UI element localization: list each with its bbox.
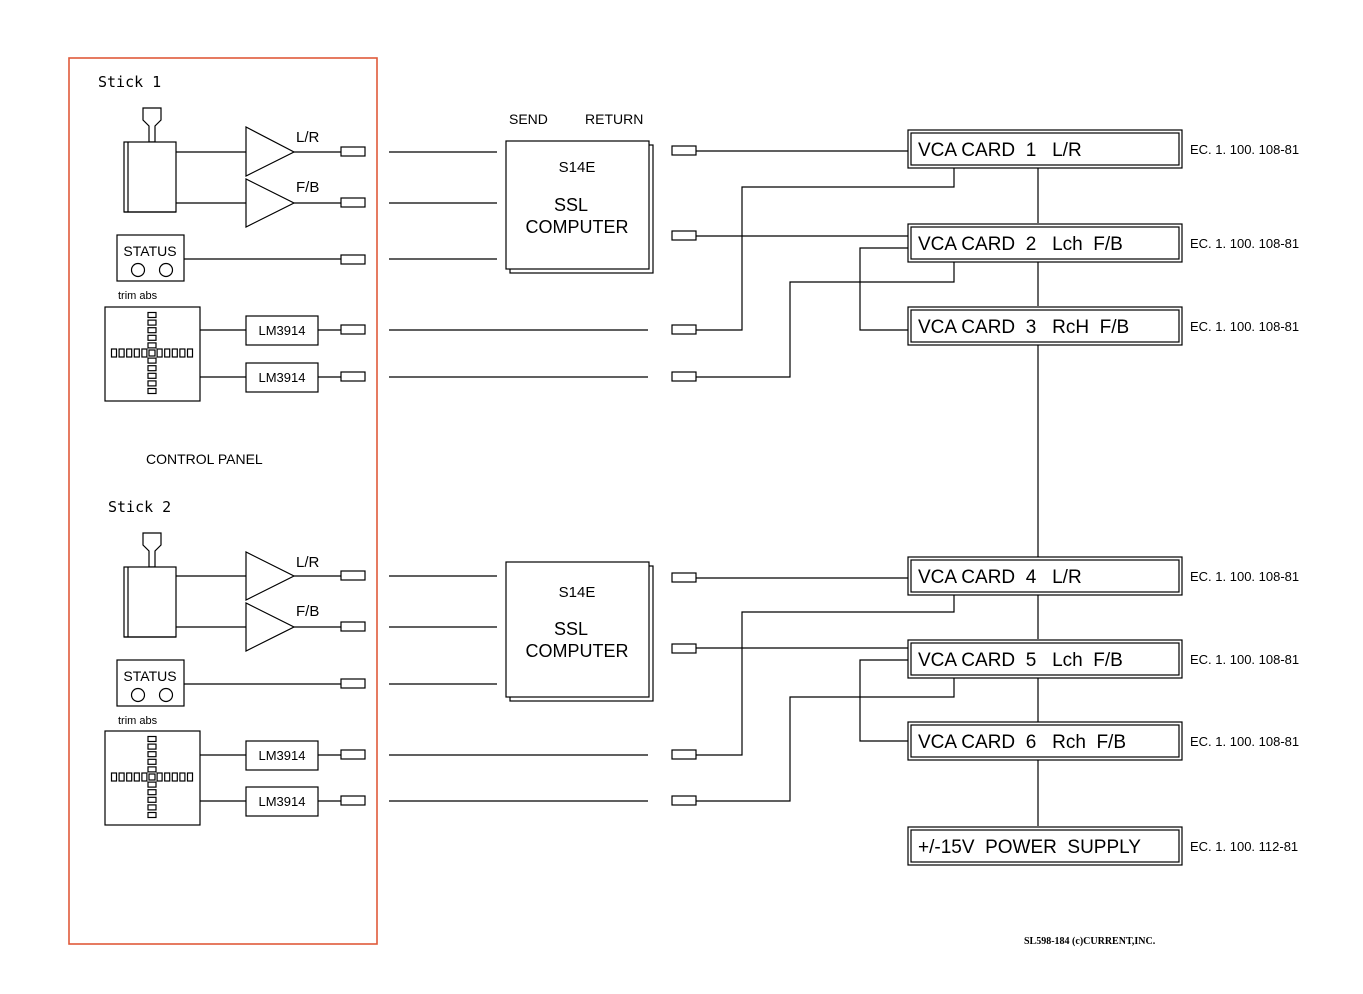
status-led-abs-1-icon	[158, 262, 174, 278]
joystick-2-icon	[123, 532, 177, 638]
amplifier-lr-2-icon	[245, 551, 296, 601]
send-cables	[389, 151, 648, 802]
status-box-2	[116, 659, 185, 707]
vca-card-5-label: VCA CARD 5 Lch F/B	[918, 650, 1123, 671]
return-connectors	[671, 145, 697, 806]
status-led-trim-2-icon	[130, 687, 146, 703]
trim-abs-label-1: trim abs	[118, 290, 158, 302]
lm3914-driver-1b	[245, 362, 319, 393]
led-cross-1-icon	[110, 311, 194, 395]
power-supply-label: +/-15V POWER SUPPLY	[918, 837, 1141, 858]
lm3914-driver-2a	[245, 740, 319, 771]
lm3914-label-2a: LM3914	[259, 748, 306, 763]
vca-wiring-2	[696, 577, 1039, 826]
amplifier-lr-1-icon	[245, 126, 296, 177]
send-label: SEND	[509, 111, 548, 127]
status-led-abs-2-icon	[158, 687, 174, 703]
computer-1-model: S14E	[559, 159, 596, 176]
footer-credit: SL598-184 (c)CURRENT,INC.	[1024, 936, 1156, 947]
ssl-computer-2: S14E SSL COMPUTER	[505, 561, 654, 702]
lm3914-label-1b: LM3914	[259, 370, 306, 385]
panel-connectors	[340, 146, 366, 806]
stick-1-label: Stick 1	[98, 73, 161, 91]
joystick-1-icon	[123, 107, 177, 213]
ssl-computer-1: S14E SSL COMPUTER	[505, 140, 654, 274]
power-supply-part-number: EC. 1. 100. 112-81	[1190, 839, 1298, 854]
fb-label-1: F/B	[296, 179, 319, 196]
vca-card-2: VCA CARD 2 Lch F/B EC. 1. 100. 108-81	[907, 223, 1299, 263]
lm3914-label-2b: LM3914	[259, 794, 306, 809]
status-label-2: STATUS	[123, 668, 176, 684]
vca-card-1-label: VCA CARD 1 L/R	[918, 140, 1082, 161]
computer-2-title: COMPUTER	[526, 641, 629, 661]
vca-card-3: VCA CARD 3 RcH F/B EC. 1. 100. 108-81	[907, 306, 1299, 346]
vca-card-5-part-number: EC. 1. 100. 108-81	[1190, 652, 1299, 667]
computer-2-model: S14E	[559, 584, 596, 601]
control-panel-frame	[68, 57, 378, 945]
vca-card-2-label: VCA CARD 2 Lch F/B	[918, 234, 1123, 255]
lm3914-driver-2b	[245, 786, 319, 817]
vca-card-6-part-number: EC. 1. 100. 108-81	[1190, 734, 1299, 749]
vca-card-1-part-number: EC. 1. 100. 108-81	[1190, 142, 1299, 157]
vca-card-6-label: VCA CARD 6 Rch F/B	[918, 732, 1126, 753]
lr-label-1: L/R	[296, 129, 320, 146]
vca-card-3-label: VCA CARD 3 RcH F/B	[918, 317, 1129, 338]
vca-wiring-1	[696, 150, 1039, 557]
vca-card-4: VCA CARD 4 L/R EC. 1. 100. 108-81	[907, 556, 1299, 596]
amplifier-fb-1-icon	[245, 178, 296, 228]
vca-card-3-part-number: EC. 1. 100. 108-81	[1190, 319, 1299, 334]
amplifier-fb-2-icon	[245, 602, 296, 652]
vca-card-4-part-number: EC. 1. 100. 108-81	[1190, 569, 1299, 584]
trim-abs-label-2: trim abs	[118, 715, 158, 727]
vca-card-2-part-number: EC. 1. 100. 108-81	[1190, 236, 1299, 251]
return-label: RETURN	[585, 111, 643, 127]
control-panel-label: CONTROL PANEL	[146, 451, 263, 467]
lr-label-2: L/R	[296, 554, 320, 571]
lm3914-label-1a: LM3914	[259, 323, 306, 338]
vca-card-1: VCA CARD 1 L/R EC. 1. 100. 108-81	[907, 129, 1299, 169]
stick-2-group: Stick 2 L/R F/B STATUS trim abs LM3914 L…	[104, 498, 341, 826]
status-box-1	[116, 234, 185, 282]
stick-1-group: Stick 1 L/R F/B STATUS trim abs LM3914	[98, 73, 341, 402]
status-led-trim-1-icon	[130, 262, 146, 278]
vca-card-4-label: VCA CARD 4 L/R	[918, 567, 1082, 588]
power-supply: +/-15V POWER SUPPLY EC. 1. 100. 112-81	[907, 826, 1298, 866]
status-label-1: STATUS	[123, 243, 176, 259]
stick-2-label: Stick 2	[108, 498, 171, 516]
led-cross-2-icon	[110, 735, 194, 819]
vca-card-5: VCA CARD 5 Lch F/B EC. 1. 100. 108-81	[907, 639, 1299, 679]
fb-label-2: F/B	[296, 603, 319, 620]
computer-2-ssl: SSL	[554, 619, 588, 639]
computer-1-ssl: SSL	[554, 195, 588, 215]
vca-card-6: VCA CARD 6 Rch F/B EC. 1. 100. 108-81	[907, 721, 1299, 761]
computer-1-title: COMPUTER	[526, 217, 629, 237]
